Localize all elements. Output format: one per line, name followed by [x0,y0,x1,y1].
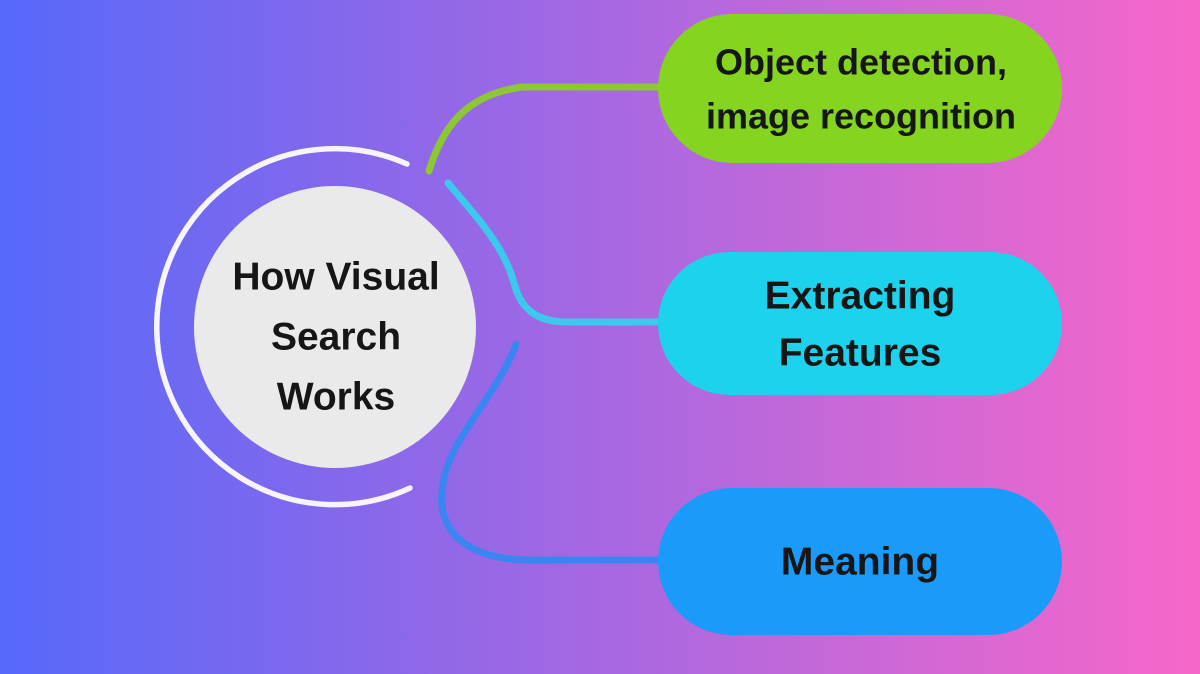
connector-meaning [438,340,662,564]
central-topic-circle [194,186,476,468]
branch-pill-object-detection [658,14,1062,163]
branch-label-object-detection-line-1: Object detection, [715,42,1007,83]
branch-label-meaning: Meaning [781,541,939,584]
branch-label-object-detection-line-2: image recognition [706,96,1016,137]
central-topic-line-3: Works [277,376,396,419]
central-topic-line-1: How Visual [232,256,439,299]
branch-label-extracting-features-line-2: Features [779,332,942,375]
center-ring-arc [154,145,413,508]
central-topic-line-2: Search [271,316,401,359]
branch-pill-meaning [658,488,1062,635]
connector-extracting-features [444,179,662,326]
connector-object-detection [425,83,662,175]
branch-pill-extracting-features [658,252,1062,395]
branch-label-extracting-features-line-1: Extracting [765,275,956,318]
